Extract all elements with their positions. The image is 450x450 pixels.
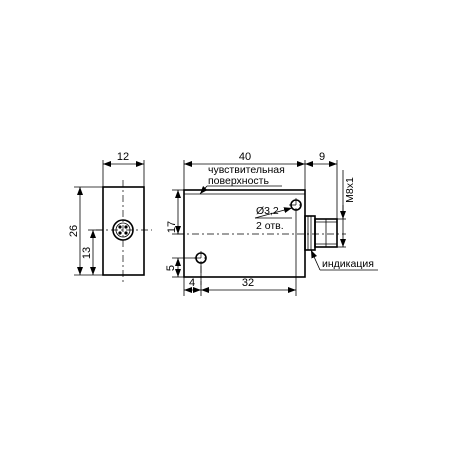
dim-center-height: 13 — [81, 247, 93, 259]
dim-hole-lower-height: 5 — [165, 265, 177, 271]
dim-hole-upper-height: 17 — [166, 221, 178, 233]
sensing-surface-label-line2: поверхность — [208, 175, 269, 187]
sensing-surface-leader — [199, 185, 208, 195]
hole-diameter-label: Ø3,2 — [256, 205, 279, 217]
dim-connector-length: 9 — [319, 151, 325, 163]
front-view-outline — [183, 189, 306, 278]
hole-diameter-leader — [254, 207, 293, 219]
dim-side-width: 12 — [117, 151, 129, 163]
sensing-surface-label-line1: чувствительная — [208, 164, 285, 176]
connector-pin — [124, 231, 128, 235]
front-view: 40 9 M8x1 17 5 4 32 чувствительная по — [165, 151, 378, 296]
indication-leader — [310, 249, 321, 271]
indication-label: индикация — [322, 258, 374, 270]
connector-pin — [118, 231, 122, 235]
dim-hole-offset: 4 — [189, 277, 195, 289]
side-view: 12 26 13 — [68, 151, 152, 283]
connector-nut — [304, 215, 316, 251]
dim-body-length: 40 — [239, 151, 251, 163]
hole-count-label: 2 отв. — [256, 220, 284, 232]
dim-hole-spacing: 32 — [242, 277, 254, 289]
connector-pin — [124, 225, 128, 229]
side-view-outline — [102, 186, 145, 276]
dim-total-height: 26 — [68, 225, 80, 237]
dim-thread: M8x1 — [344, 177, 356, 203]
connector-pin — [118, 225, 122, 229]
